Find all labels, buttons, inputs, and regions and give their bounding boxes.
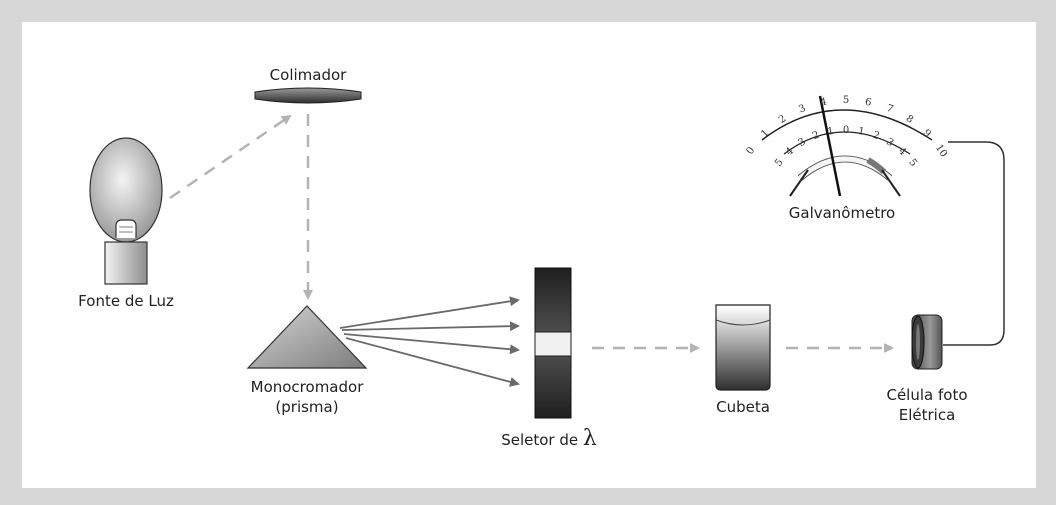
light-bulb [89,137,163,285]
scale-tick-label: 3 [884,136,895,149]
beam-source-to-collimator [169,114,292,200]
ray-3 [343,333,520,355]
label-galvanometro: Galvanômetro [789,204,895,222]
wavelength-selector [534,267,572,419]
scale-tick-label: 3 [797,103,807,116]
scale-tick-label: 1 [759,128,771,140]
scale-tick-label: 5 [843,95,849,106]
scale-tick-label: 7 [885,103,895,116]
scale-tick-label: 5 [773,157,786,169]
label-monocromador: Monocromador [251,378,365,396]
scale-tick-label: 2 [871,130,881,143]
scale-tick-label: 0 [745,145,758,156]
scale-tick-label: 10 [933,143,949,160]
cuvette [715,304,771,391]
label-fonte-de-luz: Fonte de Luz [78,292,174,310]
collimator-lens [254,87,362,104]
scale-tick-label: 6 [864,97,872,109]
ray-4 [345,337,520,387]
scale-tick-label: 5 [906,157,919,169]
scale-tick-label: 8 [904,113,915,126]
cell-wire [943,141,1005,346]
label-colimador: Colimador [270,66,347,84]
label-cubeta: Cubeta [716,398,770,416]
scale-tick-label: 3 [797,136,808,149]
diagram-panel [22,22,1036,488]
monochromator-prism [246,305,368,369]
galvanometer-needle [818,95,842,197]
scale-tick-label: 1 [857,126,865,138]
scale-tick-label: 9 [921,128,933,140]
label-celula-foto: Célula foto [886,386,967,404]
label-eletrica: Elétrica [899,406,956,424]
ray-1 [339,296,520,329]
label-seletor: Seletor de λ [501,426,597,451]
scale-tick-label: 2 [811,130,821,143]
label-prisma: (prisma) [275,398,338,416]
photoelectric-cell [911,314,943,370]
scale-tick-label: 1 [827,126,835,138]
ray-2 [341,321,520,332]
scale-tick-label: 0 [843,125,849,136]
scale-tick-label: 2 [777,113,788,126]
scale-tick-label: 4 [820,97,828,109]
